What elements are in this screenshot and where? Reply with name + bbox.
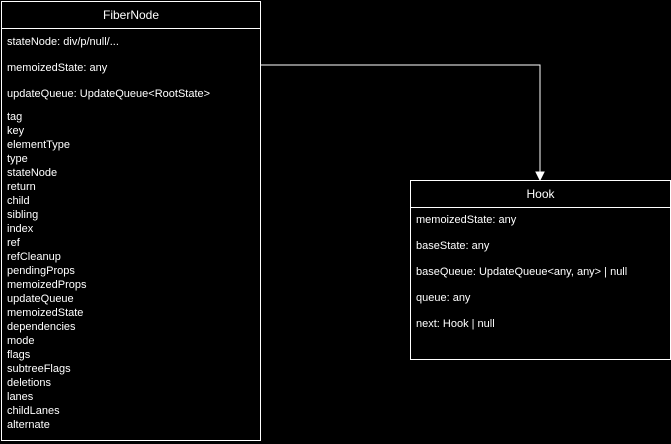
hook-field: baseQueue: UpdateQueue<any, any> | null (416, 266, 628, 278)
fibernode-field: refCleanup (7, 251, 61, 263)
fibernode-field: subtreeFlags (7, 363, 71, 375)
connector-arrowhead (535, 171, 545, 182)
fibernode-field: pendingProps (7, 265, 75, 277)
fibernode-field: tag (7, 111, 23, 123)
fibernode-field-updatequeue-type: updateQueue: UpdateQueue<RootState> (7, 88, 211, 100)
fibernode-field-list: tag key elementType type stateNode return chil… (2, 110, 260, 432)
fibernode-field: index (7, 223, 34, 235)
fibernode-class-box[interactable]: FiberNode stateNode: div/p/null/... memo… (1, 1, 261, 441)
fibernode-field: childLanes (7, 405, 60, 417)
fibernode-field: return (7, 181, 36, 193)
fibernode-field: ref (7, 237, 20, 249)
fibernode-body: stateNode: div/p/null/... memoizedState:… (2, 29, 260, 432)
hook-field: baseState: any (416, 240, 490, 252)
fibernode-field: alternate (7, 419, 50, 431)
fibernode-field: memoizedProps (7, 279, 87, 291)
fibernode-field: stateNode (7, 167, 58, 179)
hook-field: next: Hook | null (416, 318, 495, 330)
fibernode-field: sibling (7, 209, 39, 221)
fibernode-field: dependencies (7, 321, 76, 333)
fibernode-field: elementType (7, 139, 70, 151)
fibernode-field: memoizedState (7, 307, 84, 319)
hook-field: memoizedState: any (416, 214, 517, 226)
fibernode-field: flags (7, 349, 31, 361)
connector-line (261, 64, 541, 174)
fibernode-field: type (7, 153, 28, 165)
fibernode-field: mode (7, 335, 35, 347)
fibernode-field: updateQueue (7, 293, 74, 305)
hook-title: Hook (411, 181, 670, 208)
hook-field: queue: any (416, 292, 471, 304)
hook-class-box[interactable]: Hook memoizedState: any baseState: any bas… (410, 180, 671, 360)
hook-field-list: memoizedState: any baseState: any baseQueu… (411, 208, 670, 331)
fibernode-field: lanes (7, 391, 34, 403)
fibernode-field-statenode-type: stateNode: div/p/null/... (7, 36, 119, 48)
fibernode-field: key (7, 125, 25, 137)
fibernode-title: FiberNode (2, 2, 260, 29)
fibernode-field: deletions (7, 377, 52, 389)
fibernode-field-memoizedstate-type: memoizedState: any (7, 62, 108, 74)
fibernode-field: child (7, 195, 30, 207)
